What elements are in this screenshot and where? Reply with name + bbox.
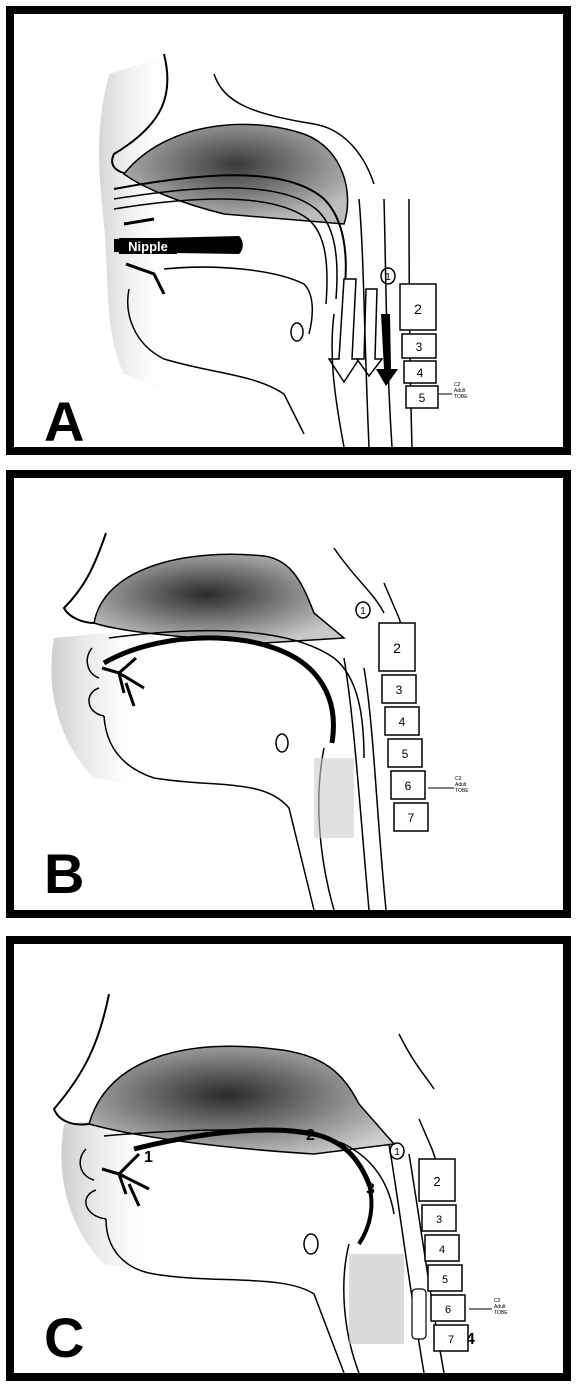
vertebra-label: 4: [439, 1244, 445, 1256]
vertebra-label: 2: [414, 301, 422, 317]
vertebra-label: 3: [396, 683, 403, 697]
vertebra-label: 6: [405, 779, 412, 793]
vertebra-label: 6: [445, 1304, 451, 1316]
vertebra-label: 5: [442, 1274, 448, 1286]
vertebra-label: 1: [394, 1147, 400, 1158]
panel-letter-c: C: [44, 1310, 84, 1366]
vertebra-label: 7: [448, 1334, 454, 1346]
vertebra-label: 2: [393, 640, 401, 656]
panel-letter-b: B: [44, 846, 84, 902]
vertebra-label: 5: [402, 747, 409, 761]
vertebra-label: 1: [385, 272, 391, 283]
vertebra-label: 2: [433, 1174, 440, 1189]
vertebra-label: 1: [360, 606, 366, 617]
vertebra-label: 5: [419, 391, 426, 405]
vertebra-label: 3: [436, 1214, 442, 1226]
stage-marker-2: 2: [306, 1127, 315, 1144]
vertebra-label: 4: [417, 366, 424, 380]
vertebra-label: 4: [399, 715, 406, 729]
vertebra-label: 7: [408, 811, 415, 825]
nipple-label: Nipple: [128, 239, 168, 254]
side-annotation-line: TOBE: [494, 1310, 508, 1316]
panel-letter-a: A: [44, 394, 84, 450]
side-annotation-line: TOBE: [454, 394, 468, 400]
side-annotation-line: TOBE: [455, 788, 469, 794]
stage-marker-1: 1: [144, 1149, 153, 1166]
vertebra-label: 3: [416, 340, 423, 354]
